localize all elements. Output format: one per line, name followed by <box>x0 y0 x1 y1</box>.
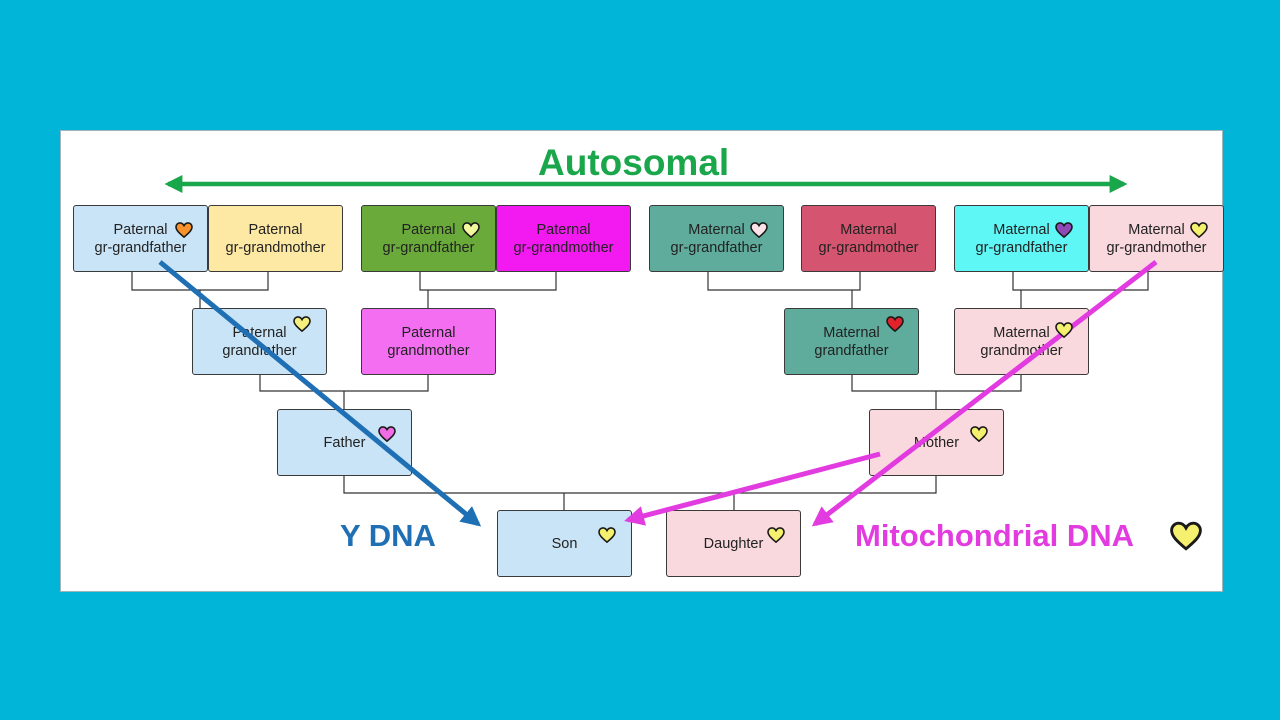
node-label: Paternal gr-grandfather <box>94 221 187 256</box>
node-p-ggf2: Paternal gr-grandfather <box>361 205 496 272</box>
y-dna-label: Y DNA <box>340 518 436 553</box>
heart-icon <box>1190 222 1208 238</box>
heart-icon <box>175 222 193 238</box>
heart-icon <box>378 426 396 442</box>
node-label: Paternal grandfather <box>222 324 297 359</box>
node-p-ggm2: Paternal gr-grandmother <box>496 205 631 272</box>
pedigree-connector <box>419 272 557 291</box>
node-label: Paternal grandmother <box>387 324 470 359</box>
node-m-ggm1: Maternal gr-grandmother <box>801 205 936 272</box>
heart-icon <box>970 426 988 442</box>
node-p-ggf1: Paternal gr-grandfather <box>73 205 208 272</box>
mitochondrial-dna-label: Mitochondrial DNA <box>855 518 1134 553</box>
node-p-gm: Paternal grandmother <box>361 308 496 375</box>
node-label: Maternal gr-grandmother <box>818 221 919 256</box>
node-mother: Mother <box>869 409 1004 476</box>
heart-icon <box>462 222 480 238</box>
heart-icon <box>750 222 768 238</box>
node-label: Daughter <box>703 535 764 552</box>
node-m-ggf1: Maternal gr-grandfather <box>649 205 784 272</box>
pedigree-connector <box>343 476 937 494</box>
node-m-gm: Maternal grandmother <box>954 308 1089 375</box>
mt-dna-arrow-son <box>624 451 881 526</box>
node-label: Paternal gr-grandfather <box>382 221 475 256</box>
node-label: Maternal gr-grandmother <box>1106 221 1207 256</box>
node-m-ggf2: Maternal gr-grandfather <box>954 205 1089 272</box>
node-label: Son <box>551 535 578 552</box>
heart-icon <box>767 527 785 543</box>
heart-icon <box>1055 222 1073 238</box>
node-p-ggm1: Paternal gr-grandmother <box>208 205 343 272</box>
y-dna-arrow <box>158 260 482 527</box>
heart-icon <box>1055 322 1073 338</box>
heart-icon <box>886 316 904 332</box>
heart-icon <box>293 316 311 332</box>
node-m-ggm2: Maternal gr-grandmother <box>1089 205 1224 272</box>
legend-heart-icon <box>1170 521 1202 551</box>
node-label: Father <box>323 434 366 451</box>
node-daughter: Daughter <box>666 510 801 577</box>
node-label: Paternal gr-grandmother <box>513 221 614 256</box>
node-label: Paternal gr-grandmother <box>225 221 326 256</box>
node-father: Father <box>277 409 412 476</box>
node-label: Maternal gr-grandfather <box>975 221 1068 256</box>
node-label: Maternal gr-grandfather <box>670 221 763 256</box>
pedigree-connector <box>707 272 861 291</box>
node-label: Maternal grandfather <box>814 324 889 359</box>
pedigree-connector <box>1012 272 1149 291</box>
heart-icon <box>598 527 616 543</box>
mt-dna-arrow-daughter <box>811 260 1158 527</box>
node-son: Son <box>497 510 632 577</box>
